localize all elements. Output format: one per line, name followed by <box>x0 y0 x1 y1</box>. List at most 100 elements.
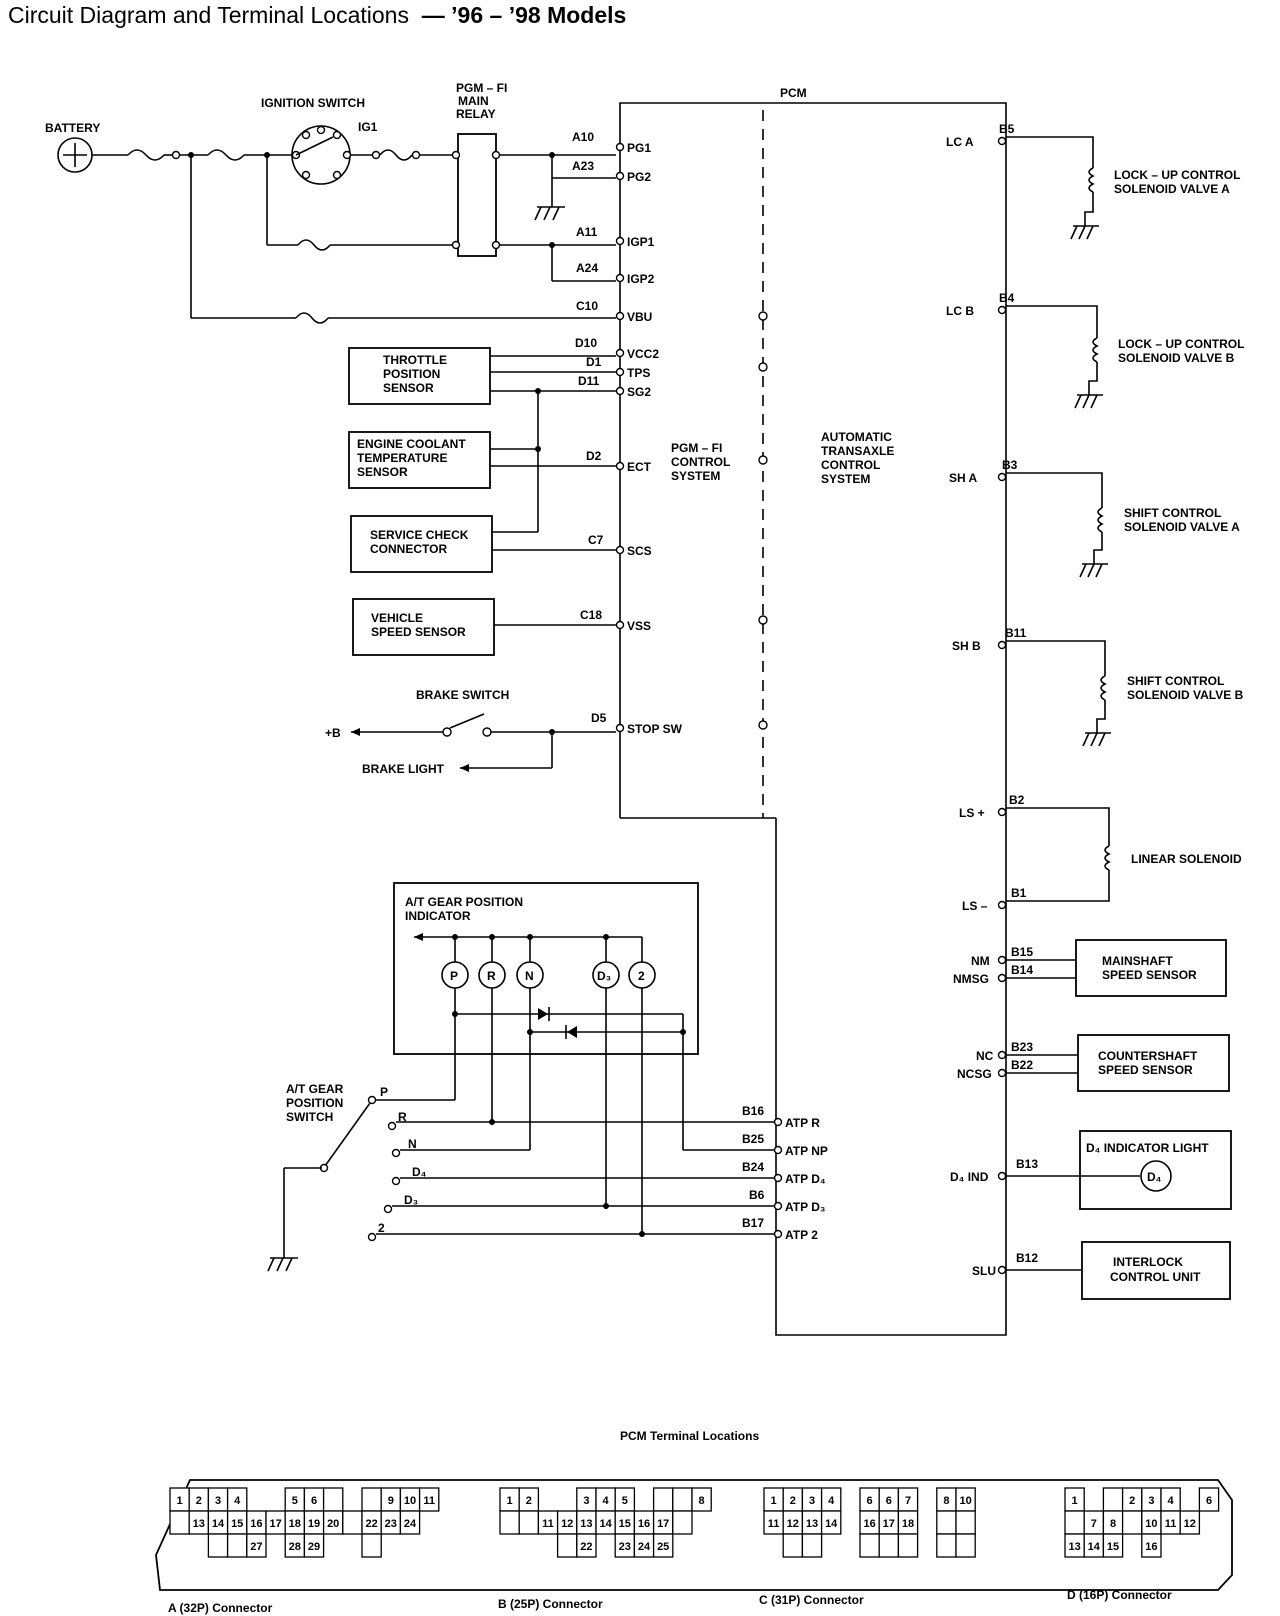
svg-text:LC B: LC B <box>946 304 974 318</box>
svg-text:B11: B11 <box>1005 626 1027 640</box>
terminal-number: 11 <box>768 1518 780 1530</box>
ig1-label: IG1 <box>358 120 378 134</box>
terminal-number: 1 <box>1072 1495 1078 1507</box>
svg-text:B24: B24 <box>742 1160 764 1174</box>
svg-text:INTERLOCK: INTERLOCK <box>1113 1255 1183 1269</box>
relay-label-3: RELAY <box>456 107 496 121</box>
svg-text:C18: C18 <box>580 608 602 622</box>
terminal-number: 2 <box>790 1495 796 1507</box>
terminal-number: 23 <box>619 1541 631 1553</box>
terminal-cell <box>801 1533 823 1558</box>
terminal-number: 8 <box>699 1495 705 1507</box>
svg-text:SH A: SH A <box>949 471 978 485</box>
terminal-number: 16 <box>1145 1541 1157 1553</box>
terminal-cell <box>246 1533 267 1558</box>
svg-text:R: R <box>487 969 496 983</box>
engine-coolant-temperature-sensor: ENGINE COOLANT TEMPERATURE SENSOR <box>348 431 616 489</box>
terminal-number: 6 <box>886 1495 892 1507</box>
svg-text:B2: B2 <box>1009 793 1025 807</box>
svg-text:LINEAR SOLENOID: LINEAR SOLENOID <box>1131 852 1242 866</box>
lock-up-solenoid-b: LOCK – UP CONTROL SOLENOID VALVE B <box>1006 305 1244 409</box>
lamp-n: N <box>516 961 544 989</box>
svg-text:STOP SW: STOP SW <box>627 722 683 736</box>
terminal-number: 1 <box>771 1495 777 1507</box>
terminal-cell <box>399 1510 421 1535</box>
terminal-number: 14 <box>599 1518 612 1530</box>
brake-switch: BRAKE SWITCH +B BRAKE LIGHT <box>325 688 616 776</box>
svg-text:N: N <box>525 969 534 983</box>
terminal-cell <box>820 1510 842 1535</box>
terminal-sh-a: SH A B3 <box>949 458 1018 485</box>
pgmfi-label-3: SYSTEM <box>671 469 720 483</box>
terminal-cell <box>1121 1510 1143 1535</box>
ignition-switch-label: IGNITION SWITCH <box>261 96 365 110</box>
terminal-number: 9 <box>388 1495 394 1507</box>
main-relay: PGM – FI MAIN RELAY <box>451 81 507 257</box>
terminal-number: 13 <box>193 1518 205 1530</box>
terminal-number: 22 <box>365 1518 377 1530</box>
terminal-number: 7 <box>905 1495 911 1507</box>
terminal-number: 4 <box>603 1495 610 1507</box>
svg-text:A24: A24 <box>576 261 598 275</box>
terminal-number: 14 <box>212 1518 225 1530</box>
lamp-r: R <box>478 961 506 989</box>
connector-c-label: C (31P) Connector <box>759 1593 864 1607</box>
svg-text:SENSOR: SENSOR <box>357 465 408 479</box>
svg-text:D₄ INDICATOR LIGHT: D₄ INDICATOR LIGHT <box>1086 1141 1209 1155</box>
terminal-number: 16 <box>638 1518 650 1530</box>
at-label-1: AUTOMATIC <box>821 430 892 444</box>
svg-text:CONNECTOR: CONNECTOR <box>370 542 447 556</box>
svg-text:D1: D1 <box>586 355 602 369</box>
svg-text:SOLENOID VALVE A: SOLENOID VALVE A <box>1124 520 1240 534</box>
svg-text:VSS: VSS <box>627 619 651 633</box>
terminal-number: 17 <box>883 1518 895 1530</box>
terminal-cell <box>518 1510 540 1535</box>
terminal-lc-b: LC BB4 <box>946 291 1015 318</box>
svg-text:NMSG: NMSG <box>953 972 989 986</box>
svg-text:B22: B22 <box>1011 1058 1033 1072</box>
terminal-number: 27 <box>250 1541 262 1553</box>
fuse-icon <box>295 312 329 324</box>
terminal-cell <box>1064 1510 1085 1535</box>
terminal-number: 10 <box>959 1495 971 1507</box>
terminal-number: 24 <box>638 1541 651 1553</box>
terminal-number: 24 <box>404 1518 417 1530</box>
terminal-number: 25 <box>657 1541 669 1553</box>
terminal-number: 11 <box>542 1518 554 1530</box>
svg-text:SENSOR: SENSOR <box>383 381 434 395</box>
terminal-number: 6 <box>867 1495 873 1507</box>
terminal-number: 10 <box>404 1495 416 1507</box>
terminal-number: 4 <box>828 1495 835 1507</box>
svg-text:BRAKE LIGHT: BRAKE LIGHT <box>362 762 445 776</box>
svg-text:B3: B3 <box>1002 458 1018 472</box>
terminal-number: 8 <box>943 1495 949 1507</box>
svg-text:IGP1: IGP1 <box>627 235 655 249</box>
terminal-cell <box>859 1533 880 1558</box>
terminal-number: 15 <box>231 1518 243 1530</box>
lamp-d3: D₃ <box>592 961 620 989</box>
svg-text:D₃: D₃ <box>597 969 611 983</box>
mainshaft-speed-sensor: MAINSHAFT SPEED SENSOR <box>1006 939 1227 997</box>
svg-text:SHIFT CONTROL: SHIFT CONTROL <box>1124 506 1221 520</box>
terminal-number: 20 <box>327 1518 339 1530</box>
svg-text:ATP D₃: ATP D₃ <box>785 1200 825 1214</box>
terminal-cell <box>418 1487 440 1512</box>
svg-text:+B: +B <box>325 726 341 740</box>
connector-a-label: A (32P) Connector <box>168 1601 273 1615</box>
terminal-number: 13 <box>580 1518 592 1530</box>
fuse-icon <box>127 149 165 161</box>
svg-text:A10: A10 <box>572 130 594 144</box>
terminal-locations-title: PCM Terminal Locations <box>620 1429 759 1443</box>
fuse-icon <box>379 149 413 161</box>
svg-text:TEMPERATURE: TEMPERATURE <box>357 451 447 465</box>
svg-text:D10: D10 <box>575 336 597 350</box>
svg-text:SHIFT CONTROL: SHIFT CONTROL <box>1127 674 1224 688</box>
terminal-number: 15 <box>619 1518 631 1530</box>
svg-text:THROTTLE: THROTTLE <box>383 353 447 367</box>
relay-label-2: MAIN <box>458 94 489 108</box>
svg-text:POSITION: POSITION <box>286 1096 343 1110</box>
